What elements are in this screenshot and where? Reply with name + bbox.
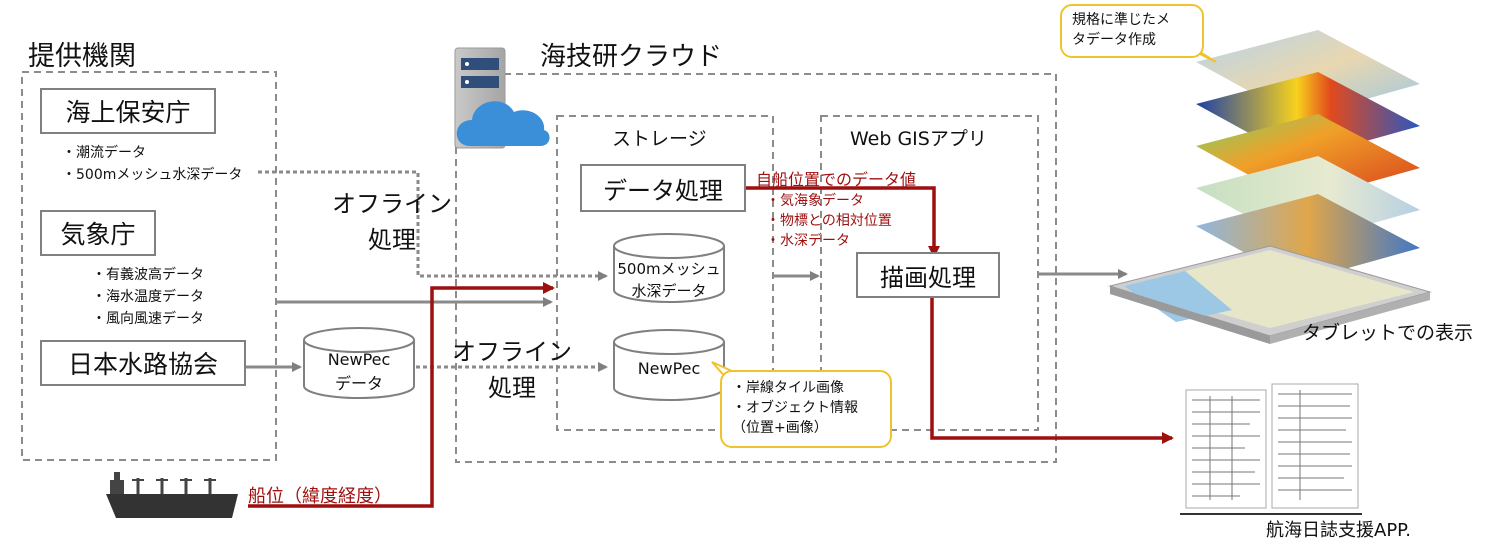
position-values-heading: 自船位置でのデータ値	[756, 170, 917, 189]
newpec-data-line1: NewPec	[327, 350, 391, 369]
callout-line: ・オブジェクト情報	[732, 400, 858, 416]
mesh-db-line2: 水深データ	[631, 282, 707, 300]
offline-process-label-bottom: オフライン 処理	[442, 334, 582, 406]
newpec-data-label: NewPec データ	[304, 348, 414, 396]
render-process-box: 描画処理	[856, 252, 1000, 298]
newpec-db-cylinder	[613, 329, 725, 401]
data-processing-box: データ処理	[580, 164, 746, 212]
storage-group-border	[556, 115, 774, 431]
ship-position-label: 船位（緯度経度）	[248, 486, 392, 507]
logbook-documents-icon	[1180, 383, 1362, 515]
tablet-illustration	[1108, 245, 1432, 344]
providers-group-border	[21, 71, 277, 461]
logbook-app-label: 航海日誌支援APP.	[1266, 520, 1411, 541]
newpec-callout: ・岸線タイル画像 ・オブジェクト情報 （位置+画像）	[720, 370, 892, 448]
callout-line: 規格に準じたメ	[1072, 12, 1170, 28]
offline-bottom-line1: オフライン	[452, 338, 572, 366]
offline-top-line1: オフライン	[332, 190, 452, 218]
mesh-db-line1: 500mメッシュ	[617, 260, 721, 278]
list-item: ・500mメッシュ水深データ	[62, 167, 243, 183]
tablet-display-label: タブレットでの表示	[1302, 322, 1474, 344]
coast-guard-data-list: ・潮流データ ・500mメッシュ水深データ	[62, 142, 242, 186]
metadata-callout: 規格に準じたメ タデータ作成	[1060, 4, 1204, 58]
providers-title: 提供機関	[28, 41, 136, 72]
processing-to-render-arrow	[746, 186, 940, 258]
jma-data-list: ・有義波高データ ・海水温度データ ・風向風速データ	[92, 264, 204, 330]
list-item: ・水深データ	[766, 233, 850, 249]
callout-line: ・岸線タイル画像	[732, 380, 844, 396]
callout-line: （位置+画像）	[732, 420, 828, 436]
position-values-list: ・気海象データ ・物標との相対位置 ・水深データ	[766, 191, 892, 251]
mesh-db-cylinder	[613, 233, 725, 303]
cloud-title: 海技研クラウド	[540, 42, 723, 72]
org-coast-guard: 海上保安庁	[40, 88, 216, 134]
newpec-data-cylinder	[303, 327, 415, 399]
list-item: ・物標との相対位置	[766, 213, 892, 229]
webgis-title: Web GISアプリ	[850, 128, 987, 150]
offline-top-line2: 処理	[368, 226, 416, 254]
offline-bottom-line2: 処理	[488, 374, 536, 402]
ship-icon	[106, 472, 238, 518]
org-jma: 気象庁	[40, 210, 156, 256]
org-jha: 日本水路協会	[40, 340, 246, 386]
list-item: ・海水温度データ	[92, 289, 204, 305]
newpec-db-label: NewPec	[637, 359, 701, 378]
render-to-logbook-arrow	[930, 296, 1174, 444]
ship-position-arrow	[248, 282, 555, 508]
list-item: ・風向風速データ	[92, 311, 204, 327]
newpec-data-line2: データ	[334, 374, 383, 393]
callout-line: タデータ作成	[1072, 32, 1156, 48]
list-item: ・潮流データ	[62, 145, 146, 161]
mesh-db-label: 500mメッシュ 水深データ	[614, 258, 724, 302]
list-item: ・有義波高データ	[92, 267, 204, 283]
offline-process-label-top: オフライン 処理	[322, 186, 462, 258]
map-layers-illustration	[1196, 30, 1420, 282]
storage-title: ストレージ	[612, 128, 707, 150]
cloud-server-icon	[454, 47, 550, 149]
list-item: ・気海象データ	[766, 193, 864, 209]
cloud-group-border	[455, 73, 1057, 463]
offline-arrow-mesh	[258, 170, 608, 281]
